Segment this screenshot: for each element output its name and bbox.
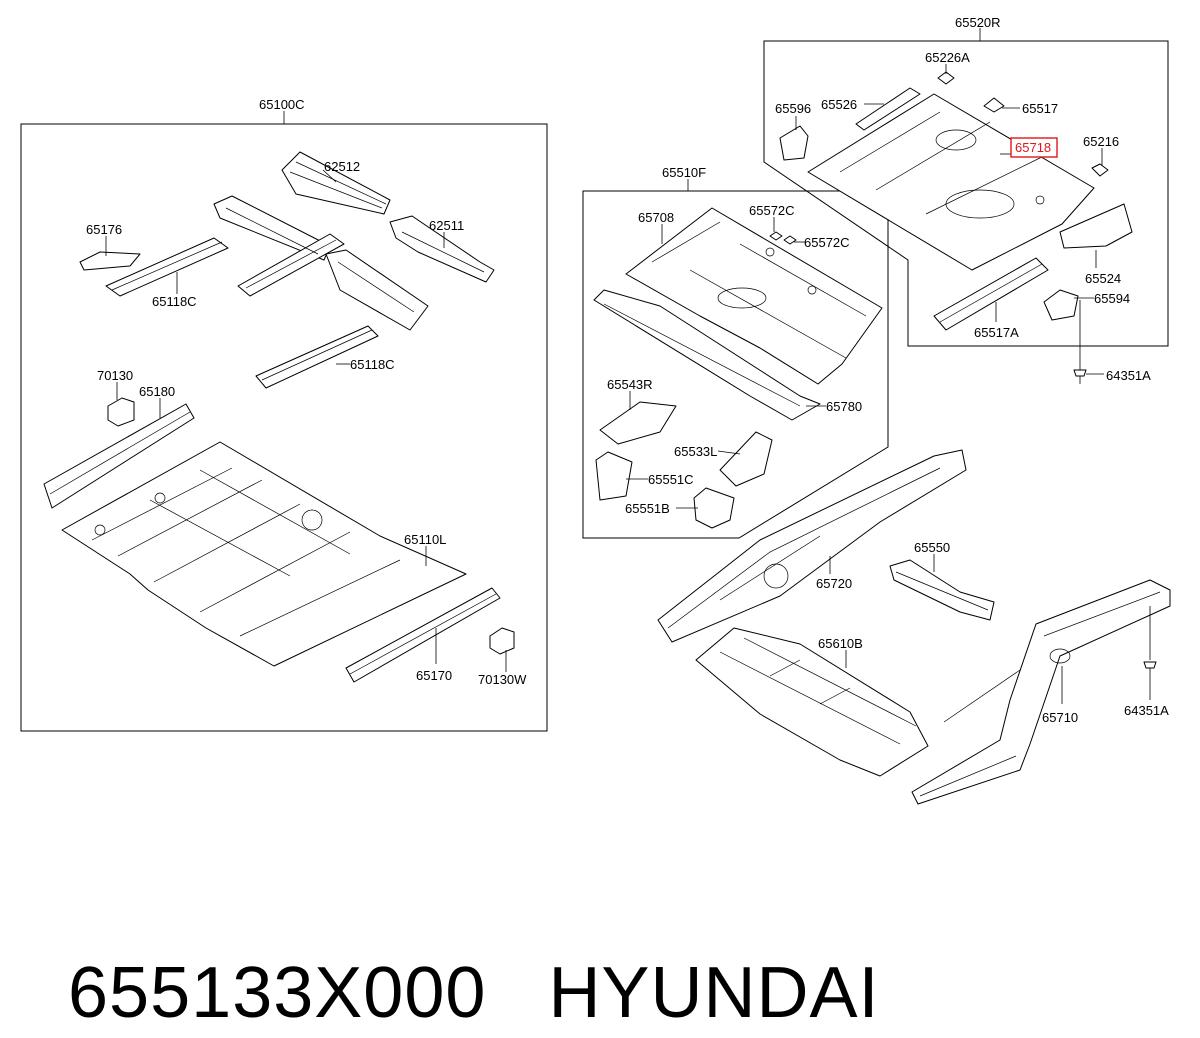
part-62512-crossmember [281,151,391,215]
part-65551C [595,451,633,501]
part-rear-floor-pan [807,93,1095,271]
label-65708: 65708 [638,210,674,225]
label-65550: 65550 [914,540,950,555]
label-65118C-upper: 65118C [152,294,197,309]
part-65543R [599,401,677,445]
part-64351A-bolt-lower [1143,606,1157,700]
label-65226A: 65226A [925,50,970,65]
part-62511-bracket [389,215,495,283]
part-65176 [79,251,141,271]
part-65572C-clips [769,231,797,245]
label-65524: 65524 [1085,271,1121,286]
part-70130-clip [107,397,135,427]
caption-brand: HYUNDAI [548,953,880,1033]
label-65517: 65517 [1022,101,1058,116]
part-65180-side-member [43,403,195,509]
part-65517A [933,257,1049,331]
part-65533L [719,431,773,487]
part-65216 [1091,163,1109,177]
label-65533L: 65533L [674,444,717,459]
parts-diagram: 65100C 62512 62511 65176 65118C [20,15,1171,805]
rear-floor-group: 65520R 65718 65226A 65526 [763,15,1169,347]
part-65551B [693,487,735,529]
label-65517A: 65517A [974,325,1019,340]
label-65551B: 65551B [625,501,670,516]
label-64351A-lower: 64351A [1124,703,1169,718]
label-62512: 62512 [324,159,360,174]
part-65594 [1043,289,1079,321]
part-64351A-bolt-upper [1073,300,1104,384]
front-floor-group: 65100C 62512 62511 65176 65118C [20,97,548,732]
part-65780-crossmember [593,289,821,421]
label-65596: 65596 [775,101,811,116]
group-label-rear-floor: 65520R [955,15,1001,30]
label-64351A-upper: 64351A [1106,368,1151,383]
label-65720: 65720 [816,576,852,591]
part-front-floor-pan [61,441,467,667]
label-65610B: 65610B [818,636,863,651]
part-65226A [937,71,955,85]
highlight-box[interactable] [1010,137,1058,158]
label-65572C-b: 65572C [804,235,850,250]
center-floor-group: 65510F 65708 65572C 65572C 65780 [582,165,889,539]
highlighted-part-65718[interactable]: 65718 [1000,137,1058,158]
label-65170: 65170 [416,668,452,683]
label-65710: 65710 [1042,710,1078,725]
part-70130W-clip [489,627,515,655]
label-65180: 65180 [139,384,175,399]
part-65708-center-floor [625,207,883,385]
part-65710-side-member [911,579,1171,805]
part-65170-sill [345,587,501,683]
label-65176: 65176 [86,222,122,237]
center-floor-frame [582,190,889,539]
label-65718-highlighted[interactable]: 65718 [1015,140,1051,155]
group-label-center-floor: 65510F [662,165,706,180]
part-65720-rear-side-member [657,449,967,643]
label-65216: 65216 [1083,134,1119,149]
part-65517 [983,97,1005,113]
part-65610B [695,627,929,777]
part-65596 [779,125,809,161]
label-70130: 70130 [97,368,133,383]
part-65550 [889,559,995,621]
label-65572C-a: 65572C [749,203,795,218]
label-65118C-lower: 65118C [350,357,395,372]
label-70130W: 70130W [478,672,527,687]
label-65780: 65780 [826,399,862,414]
part-65524 [1059,203,1133,249]
caption: 655133X000 HYUNDAI [26,858,879,1033]
caption-part-number: 655133X000 [68,953,487,1033]
part-65526 [855,87,921,131]
label-65551C: 65551C [648,472,694,487]
label-65526: 65526 [821,97,857,112]
label-65110L: 65110L [404,532,446,547]
label-65594: 65594 [1094,291,1130,306]
label-62511: 62511 [429,218,464,233]
part-65118C-rail-upper [105,237,229,297]
label-65543R: 65543R [607,377,653,392]
part-65118C-rail-lower [255,325,379,389]
part-front-crossmember-assembly [213,195,429,331]
rear-floor-frame [763,40,1169,347]
group-label-front-floor: 65100C [259,97,305,112]
